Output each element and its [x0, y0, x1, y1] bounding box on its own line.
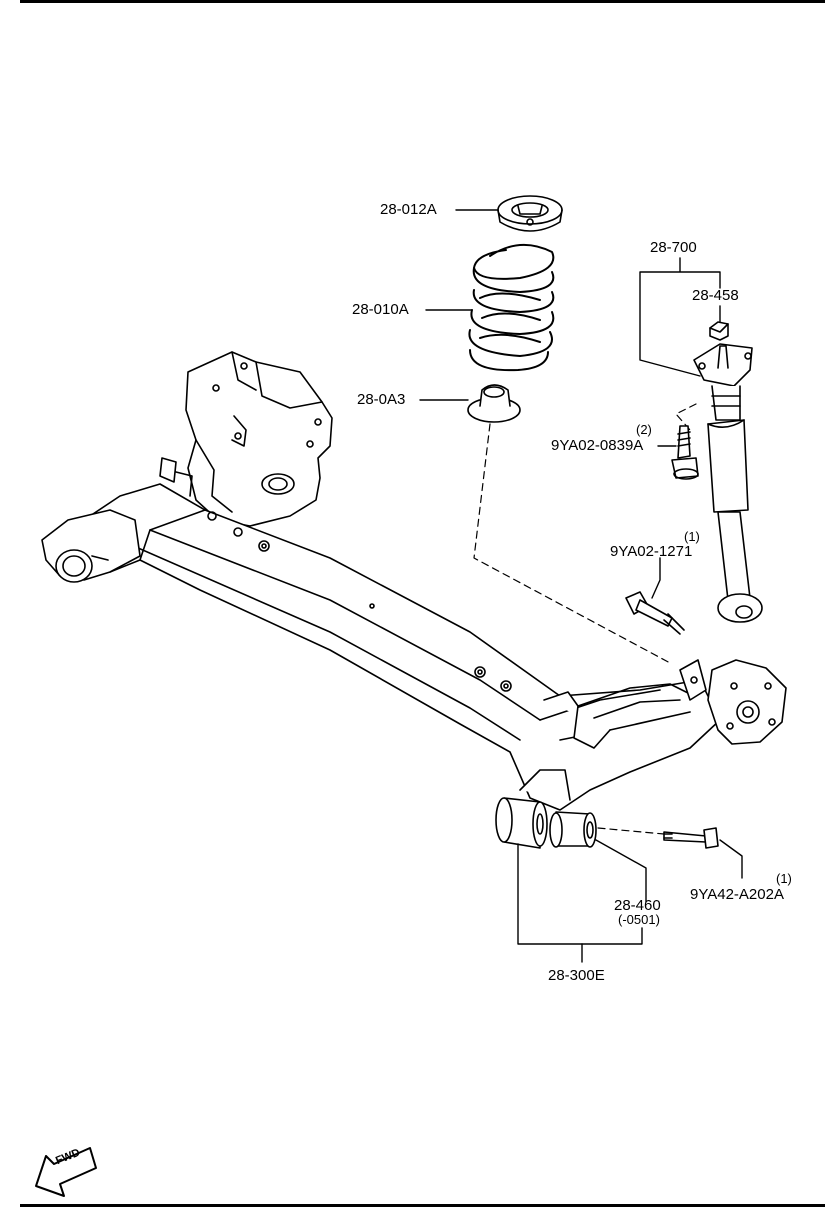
right-hub-bracket — [544, 660, 786, 748]
leader-lines — [419, 209, 743, 963]
label-shock-nut: 28-458 — [692, 287, 739, 304]
bushing-outer — [496, 798, 547, 848]
top-border-rule — [20, 0, 825, 3]
spring-seat-lower — [468, 385, 520, 422]
label-spring-seat-lower: 28-0A3 — [357, 391, 406, 408]
label-shock-bolt-upper: 9YA02-0839A — [551, 437, 644, 454]
label-bushing: 28-460 — [614, 897, 661, 914]
label-axle-beam: 28-300E — [548, 967, 605, 984]
pivot-bolt — [664, 828, 718, 848]
qty-shock-bolt-lower: (1) — [684, 529, 700, 544]
label-shock-assembly: 28-700 — [650, 239, 697, 256]
qty-shock-bolt-upper: (2) — [636, 422, 652, 437]
label-spring-seat-upper: 28-012A — [380, 201, 437, 218]
label-coil-spring: 28-010A — [352, 301, 409, 318]
coil-spring — [469, 245, 553, 370]
qty-pivot-bolt: (1) — [776, 871, 792, 886]
note-bushing-serial: (-0501) — [618, 912, 660, 927]
shock-absorber — [694, 344, 762, 622]
fwd-arrow-icon — [35, 1147, 97, 1197]
spring-seat-upper — [498, 196, 562, 231]
shock-upper-bolt — [672, 426, 698, 479]
bushing-inner — [550, 812, 596, 847]
label-pivot-bolt: 9YA42-A202A — [690, 886, 784, 903]
alignment-dashes — [473, 403, 697, 835]
shock-nut — [710, 322, 728, 340]
bottom-border-rule — [20, 1204, 825, 1207]
label-shock-bolt-lower: 9YA02-1271 — [610, 543, 693, 560]
shock-lower-bolt — [626, 592, 684, 634]
axle-beam — [42, 484, 720, 810]
left-knuckle-bracket — [160, 352, 332, 526]
